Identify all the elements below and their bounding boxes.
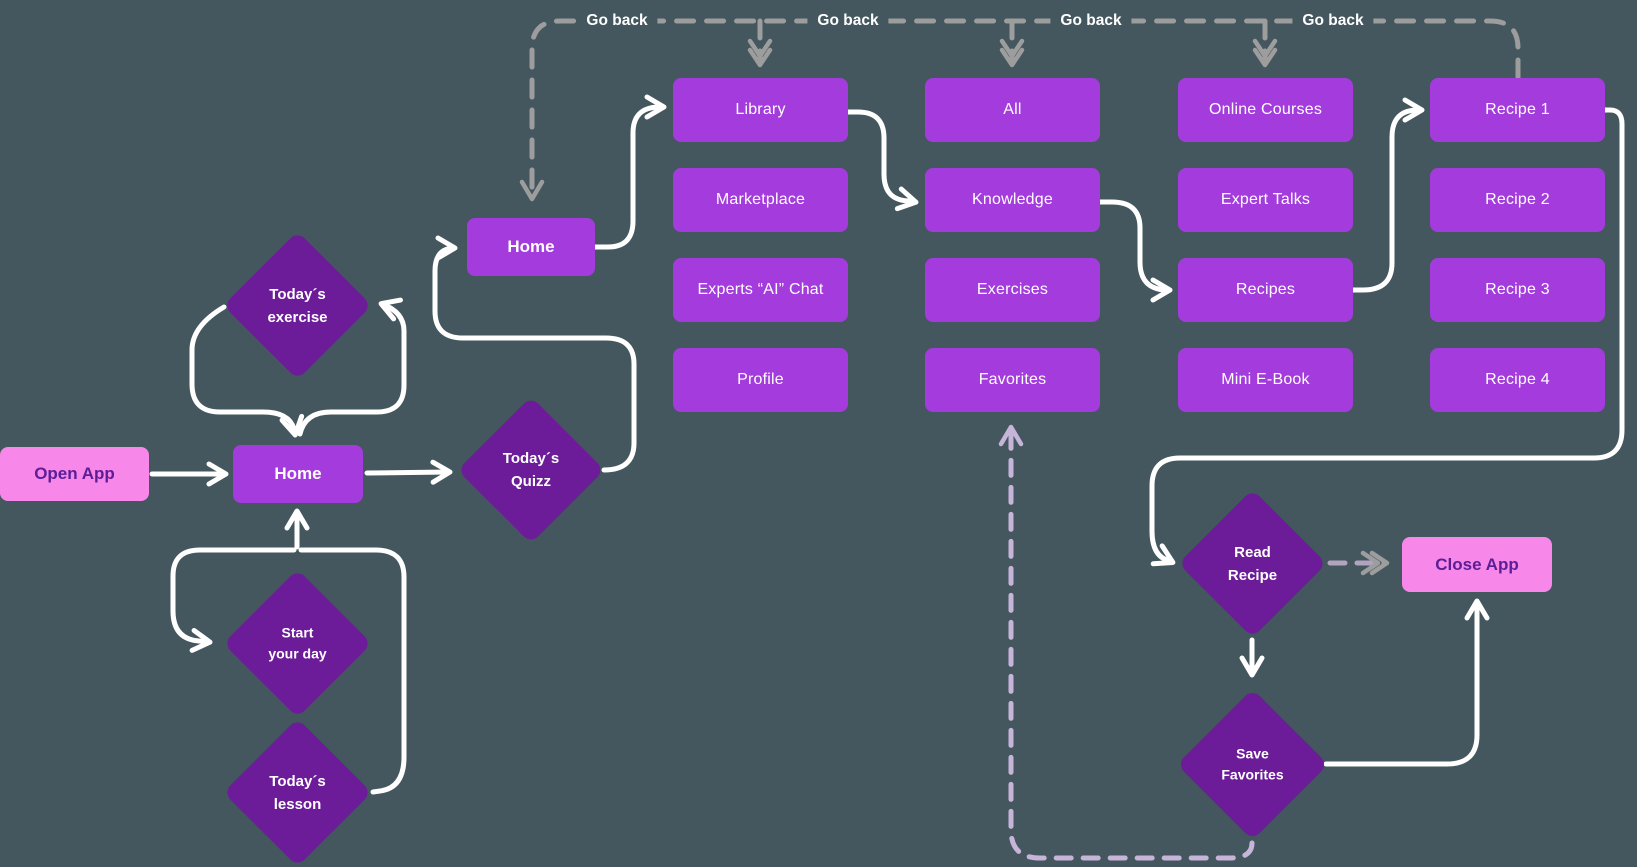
node-todays-exercise-label: Today´s exercise — [267, 285, 328, 326]
node-todays-lesson-label: Today´s lesson — [269, 772, 326, 813]
go-back-label: Go back — [1292, 10, 1374, 32]
connector-exercise-loop-right — [297, 297, 407, 437]
connector-goback-main-dashed — [519, 18, 1521, 202]
node-all[interactable]: All — [925, 78, 1100, 142]
node-mini-ebook[interactable]: Mini E-Book — [1178, 348, 1353, 412]
connector-loop-startday — [170, 547, 297, 653]
node-favorites-label: Favorites — [978, 371, 1047, 388]
node-marketplace[interactable]: Marketplace — [673, 168, 848, 232]
node-favorites[interactable]: Favorites — [925, 348, 1100, 412]
node-experts-ai-chat[interactable]: Experts “AI” Chat — [673, 258, 848, 322]
node-todays-exercise[interactable]: Today´s exercise — [223, 231, 372, 380]
node-todays-quizz-label: Today´s Quizz — [502, 449, 560, 490]
go-back-label: Go back — [576, 10, 658, 32]
node-recipe-1[interactable]: Recipe 1 — [1430, 78, 1605, 142]
node-experts-ai-chat-label: Experts “AI” Chat — [697, 281, 824, 298]
node-profile-label: Profile — [737, 371, 784, 388]
go-back-label: Go back — [807, 10, 889, 32]
node-library[interactable]: Library — [673, 78, 848, 142]
connector-recipe1-readrecipe — [1149, 107, 1625, 567]
node-close-app-label: Close App — [1435, 554, 1519, 574]
node-close-app[interactable]: Close App — [1402, 537, 1552, 592]
node-exercises[interactable]: Exercises — [925, 258, 1100, 322]
node-todays-lesson[interactable]: Today´s lesson — [223, 718, 372, 867]
node-start-your-day-label: Start your day — [268, 623, 327, 662]
connector-save-favorites-dashed — [998, 424, 1255, 861]
node-all-label: All — [1003, 101, 1022, 118]
node-recipe-3[interactable]: Recipe 3 — [1430, 258, 1605, 322]
node-recipe-2[interactable]: Recipe 2 — [1430, 168, 1605, 232]
node-open-app-label: Open App — [34, 464, 115, 483]
node-home-main[interactable]: Home — [233, 445, 363, 503]
node-home-main-label: Home — [274, 464, 322, 483]
connector-library-knowledge — [845, 109, 919, 212]
node-read-recipe-label: Read Recipe — [1227, 543, 1278, 584]
node-read-recipe[interactable]: Read Recipe — [1178, 489, 1327, 638]
node-recipe-2-label: Recipe 2 — [1485, 191, 1550, 208]
node-todays-quizz[interactable]: Today´s Quizz — [457, 396, 605, 544]
node-start-your-day[interactable]: Start your day — [223, 569, 372, 718]
connector-home-quizz — [364, 459, 453, 485]
node-recipe-4[interactable]: Recipe 4 — [1430, 348, 1605, 412]
node-home-upper-label: Home — [507, 237, 555, 256]
node-recipes[interactable]: Recipes — [1178, 258, 1353, 322]
connector-exercise-loop-left — [189, 304, 305, 438]
node-open-app[interactable]: Open App — [0, 447, 149, 501]
node-recipe-4-label: Recipe 4 — [1485, 371, 1550, 388]
node-expert-talks-label: Expert Talks — [1220, 191, 1311, 208]
node-expert-talks[interactable]: Expert Talks — [1178, 168, 1353, 232]
node-online-courses[interactable]: Online Courses — [1178, 78, 1353, 142]
node-save-favorites[interactable]: Save Favorites — [1176, 688, 1329, 841]
node-mini-ebook-label: Mini E-Book — [1221, 371, 1310, 388]
node-exercises-label: Exercises — [976, 281, 1049, 298]
connector-lesson-loop — [298, 547, 407, 795]
node-library-label: Library — [735, 101, 786, 118]
connector-quizz-homeupper — [432, 235, 637, 473]
node-knowledge[interactable]: Knowledge — [925, 168, 1100, 232]
node-marketplace-label: Marketplace — [715, 191, 806, 208]
connector-homeupper-library — [592, 94, 667, 250]
node-recipes-label: Recipes — [1235, 281, 1296, 298]
node-profile[interactable]: Profile — [673, 348, 848, 412]
node-home-upper[interactable]: Home — [467, 218, 595, 276]
connector-knowledge-recipes — [1097, 199, 1173, 303]
node-knowledge-label: Knowledge — [972, 191, 1053, 208]
node-recipe-1-label: Recipe 1 — [1485, 101, 1550, 118]
node-online-courses-label: Online Courses — [1208, 101, 1323, 118]
node-recipe-3-label: Recipe 3 — [1485, 281, 1550, 298]
go-back-label: Go back — [1050, 10, 1132, 32]
connector-save-closeapp — [1323, 598, 1490, 767]
connector-recipes-recipe1 — [1349, 97, 1425, 293]
node-save-favorites-label: Save Favorites — [1221, 744, 1284, 783]
